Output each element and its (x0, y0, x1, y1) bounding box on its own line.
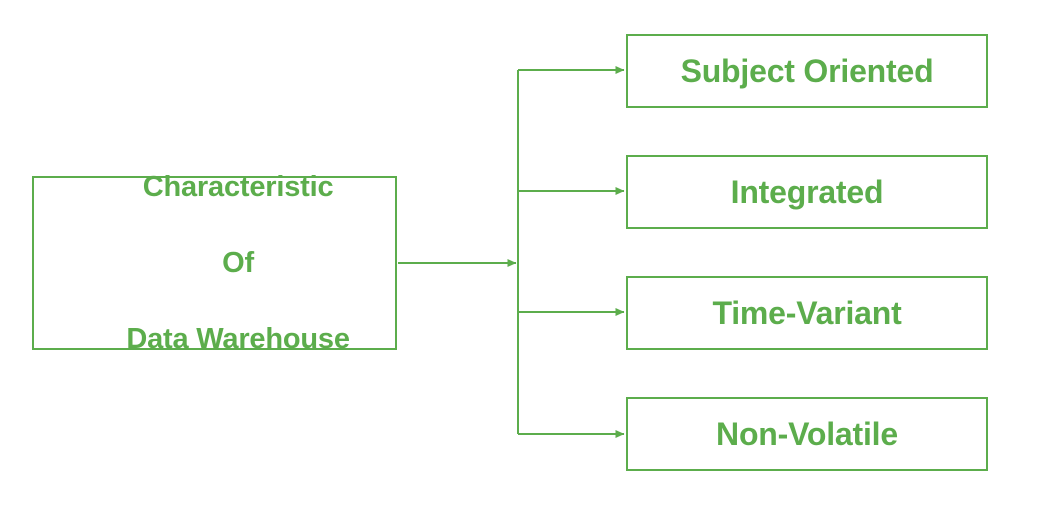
root-node-characteristic-of-data-warehouse[interactable]: Characteristic Of Data Warehouse (32, 171, 397, 355)
branch-node-label: Time-Variant (712, 295, 902, 331)
branch-node-label: Non-Volatile (716, 416, 898, 452)
root-node-label: Characteristic Of Data Warehouse (79, 130, 350, 396)
root-node-label-line-2: Of (222, 247, 254, 279)
branch-node-integrated[interactable]: Integrated (626, 155, 988, 229)
branch-node-time-variant[interactable]: Time-Variant (626, 276, 988, 350)
root-node-label-line-1: Characteristic (142, 171, 334, 203)
branch-node-subject-oriented[interactable]: Subject Oriented (626, 34, 988, 108)
root-node-label-line-3: Data Warehouse (126, 323, 350, 355)
branch-node-label: Subject Oriented (680, 53, 934, 89)
branch-node-label: Integrated (730, 174, 884, 210)
branch-node-non-volatile[interactable]: Non-Volatile (626, 397, 988, 471)
